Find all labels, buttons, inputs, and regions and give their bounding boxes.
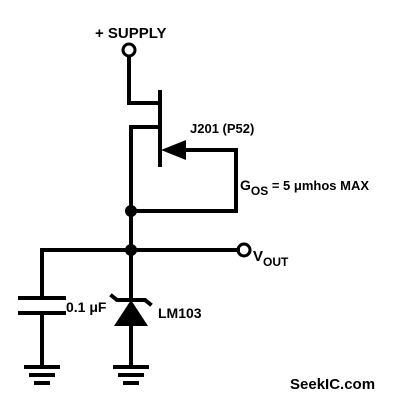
gos-main: G — [240, 177, 251, 193]
vout-main: V — [253, 248, 263, 265]
jfet-symbol — [129, 90, 238, 213]
vout-sub: OUT — [263, 255, 289, 269]
reference-label: LM103 — [158, 305, 202, 321]
supply-wire — [127, 55, 162, 105]
supply-label: + SUPPLY — [95, 25, 167, 42]
jfet-gate-wire — [166, 148, 238, 213]
gos-sub: OS — [251, 184, 268, 198]
supply-terminal — [121, 42, 137, 58]
vout-terminal — [236, 242, 252, 258]
diode-triangle — [114, 300, 148, 326]
ground-symbol-right — [113, 365, 149, 385]
jfet-label: J201 (P52) — [190, 121, 254, 136]
ground-symbol-left — [24, 365, 60, 385]
watermark: SeekIC.com — [290, 376, 375, 393]
capacitor-label: 0.1 μF — [66, 299, 107, 315]
capacitor-symbol — [18, 248, 66, 368]
reference-diode-symbol — [109, 248, 153, 368]
jfet-gate-arrow — [161, 140, 186, 160]
vout-label: VOUT — [253, 248, 289, 269]
gos-label: GOS = 5 μmhos MAX — [240, 177, 369, 198]
gos-value: = 5 μmhos MAX — [268, 178, 369, 193]
jfet-drain-wire — [129, 125, 162, 213]
